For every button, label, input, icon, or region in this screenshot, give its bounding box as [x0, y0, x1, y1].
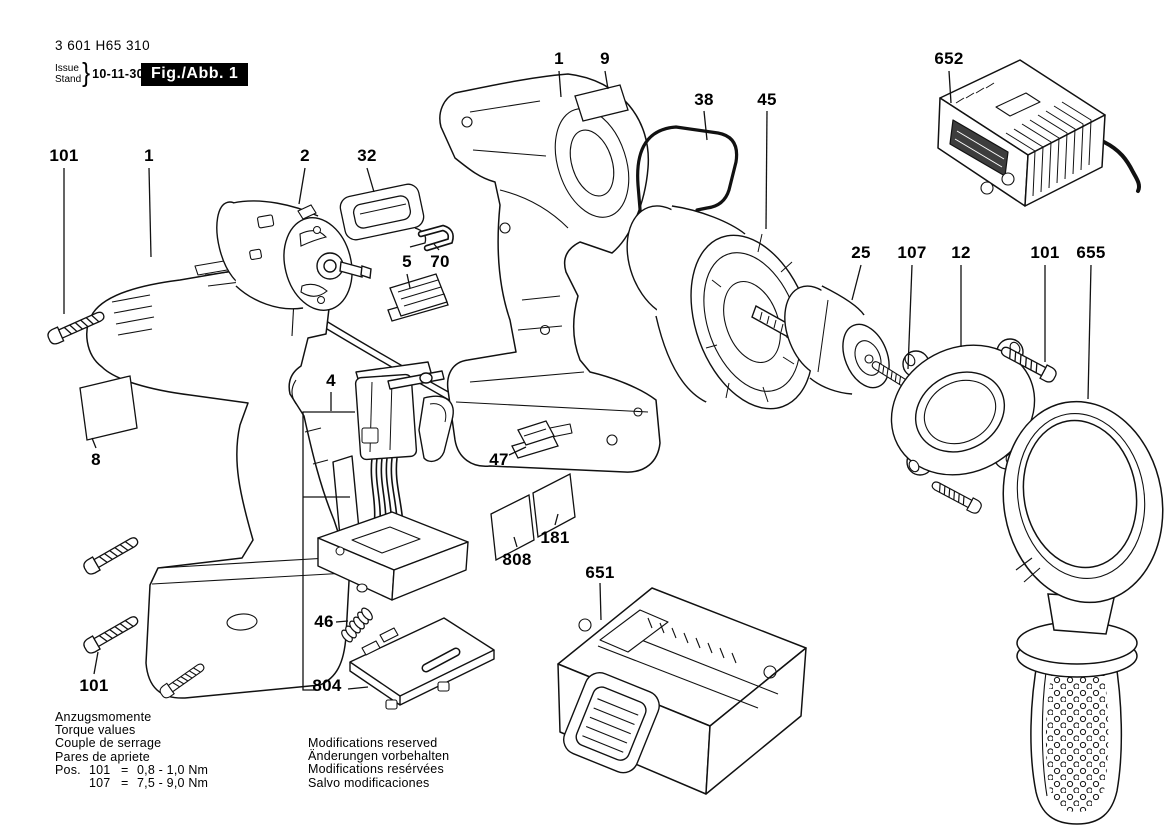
mods-line-de: Änderungen vorbehalten — [308, 749, 450, 764]
leader-lines — [63, 70, 1092, 691]
label-sticker-808 — [490, 494, 535, 562]
callout-101-right: 101 — [1030, 243, 1060, 262]
small-parts-47 — [511, 420, 559, 459]
modifications-note: Modifications reserved Änderungen vorbeh… — [308, 736, 450, 790]
callout-46-spring: 46 — [314, 612, 334, 631]
motor-2 — [216, 200, 372, 311]
callout-2-motor: 2 — [300, 146, 310, 165]
callout-101-top-left: 101 — [49, 146, 79, 165]
type-number: 3 601 H65 310 — [55, 38, 151, 53]
callout-107-screw: 107 — [897, 243, 927, 262]
label-sticker-9 — [574, 84, 629, 122]
mounting-flange-12 — [890, 338, 1036, 476]
torque-entry-107: 107 = 7,5 - 9,0 Nm — [89, 776, 209, 791]
callout-4-switch: 4 — [326, 371, 336, 390]
charger-652 — [937, 59, 1142, 207]
u-clip-70 — [417, 224, 454, 252]
callout-5: 5 — [402, 252, 412, 271]
base-plate-804 — [349, 617, 495, 710]
callout-181-sticker: 181 — [540, 528, 570, 547]
callout-32-button: 32 — [357, 146, 377, 165]
torque-line-de: Anzugsmomente — [55, 710, 152, 724]
callout-9-sticker: 9 — [600, 49, 610, 68]
mods-line-es: Salvo modificaciones — [308, 775, 430, 790]
header: 3 601 H65 310 — [55, 38, 150, 53]
release-button-32 — [339, 183, 427, 248]
issue-brace: } — [82, 58, 91, 89]
torque-entry-101: Pos. 101 = 0,8 - 1,0 Nm — [55, 762, 209, 777]
issue-stand-row: Issue Stand } 10-11-30 — [55, 58, 144, 89]
callout-101-bottom-left: 101 — [79, 676, 109, 695]
label-sticker-8 — [79, 375, 138, 441]
figure-label-box: Fig./Abb. 1 — [141, 63, 249, 86]
issue-date: 10-11-30 — [92, 67, 144, 81]
callout-8-sticker: 8 — [91, 450, 101, 469]
callout-47: 47 — [489, 450, 509, 469]
switch-assembly-4 — [317, 361, 469, 601]
battery-pack-651 — [557, 587, 807, 795]
housing-left-half — [86, 257, 351, 699]
callout-652-charger: 652 — [934, 49, 964, 68]
wire-bail-38 — [636, 125, 739, 294]
callout-1-left-housing: 1 — [144, 146, 154, 165]
callout-804-plate: 804 — [312, 676, 342, 695]
gearbox-45 — [626, 205, 814, 410]
torque-line-fr: Couple de serrage — [55, 736, 162, 751]
callout-1-right-housing: 1 — [554, 49, 564, 68]
issue-word-en: Issue — [55, 63, 79, 74]
chuck-25 — [784, 285, 890, 395]
mods-line-en: Modifications reserved — [308, 736, 438, 750]
callout-38-bail: 38 — [694, 90, 714, 109]
auxiliary-handle-655 — [1002, 400, 1164, 825]
callout-651-battery: 651 — [585, 563, 615, 582]
housing-right-half — [439, 73, 661, 473]
callout-12-flange: 12 — [951, 243, 971, 262]
callout-655-handle: 655 — [1076, 243, 1106, 262]
label-sticker-181 — [532, 472, 576, 539]
mods-line-fr: Modifications resérvées — [308, 762, 444, 777]
torque-note: Anzugsmomente Torque values Couple de se… — [55, 710, 209, 791]
callout-45-gearbox: 45 — [757, 90, 777, 109]
torque-line-en: Torque values — [55, 723, 136, 738]
callout-25-chuck: 25 — [851, 243, 871, 262]
small-block-5 — [387, 273, 449, 322]
issue-word-de: Stand — [55, 74, 82, 85]
callout-808-sticker: 808 — [502, 550, 532, 569]
torque-line-es: Pares de apriete — [55, 749, 150, 764]
callout-70-clip: 70 — [430, 252, 450, 271]
spring-46 — [341, 607, 373, 643]
